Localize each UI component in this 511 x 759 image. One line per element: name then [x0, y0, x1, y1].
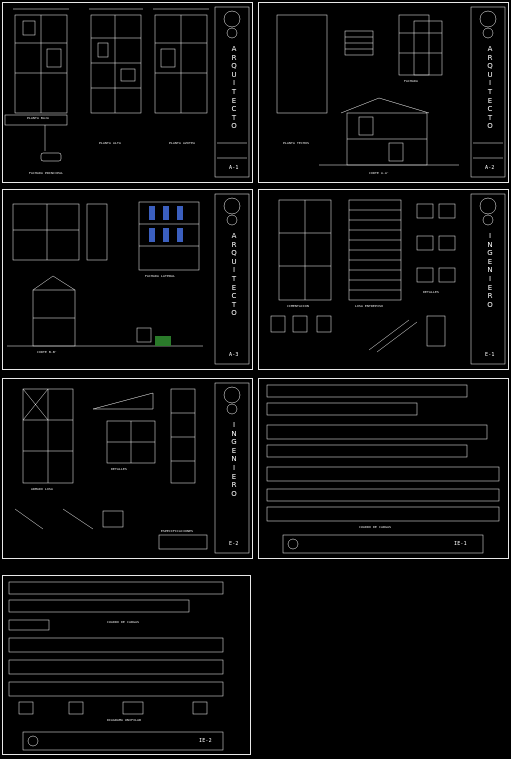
sheet-7-id: IE-2 — [199, 738, 212, 744]
sheet-1-label-2: PLANTA ALTA — [99, 141, 122, 145]
sheet-3-label-2: FACHADA LATERAL — [145, 274, 176, 278]
sheet-7-drawing — [8, 581, 224, 751]
sheet-5-label-2: DETALLES — [111, 467, 128, 471]
sheet-4-id: E-1 — [485, 352, 495, 358]
drawing-sheet-6: CUADRO DE CARGAS IE-1 — [258, 378, 509, 559]
sheet-4-label-1: CIMENTACION — [287, 304, 310, 308]
sheet-3-label-1: CORTE B-B' — [37, 350, 58, 354]
sheet-6-id: IE-1 — [454, 541, 467, 547]
sheet-5-id: E-2 — [229, 541, 239, 547]
sheet-2-drawing — [276, 6, 506, 178]
sheet-7-label-1: CUADRO DE CARGAS — [107, 620, 140, 624]
sheet-6-label-1: CUADRO DE CARGAS — [359, 525, 392, 529]
sheet-4-drawing — [270, 193, 506, 365]
sheet-2-label-1: PLANTA TECHOS — [283, 141, 310, 145]
sheet-4-label-2: LOSA ENTREPISO — [355, 304, 384, 308]
sheet-1-label-4: FACHADA PRINCIPAL — [29, 171, 64, 175]
sheet-7-label-2: DIAGRAMA UNIFILAR — [107, 718, 142, 722]
drawing-sheet-7: CUADRO DE CARGAS DIAGRAMA UNIFILAR IE-2 — [2, 575, 251, 755]
drawing-sheet-1: PLANTA BAJA PLANTA ALTA PLANTA AZOTEA FA… — [2, 2, 253, 183]
sheet-5-drawing — [14, 382, 250, 554]
sheet-1-id: A-1 — [229, 165, 239, 171]
sheet-1-label-3: PLANTA AZOTEA — [169, 141, 196, 145]
sheet-2-label-2: CORTE A-A' — [369, 171, 390, 175]
sheet-5-label-3: ESPECIFICACIONES — [161, 529, 194, 533]
sheet-1-label-1: PLANTA BAJA — [27, 116, 50, 120]
sheet-1-drawing — [4, 6, 250, 178]
sheet-5-label-1: ARMADO LOSA — [31, 487, 54, 491]
sheet-3-id: A-3 — [229, 352, 239, 358]
sheet-3-drawing — [7, 193, 250, 365]
sheet-2-label-3: FACHADA — [404, 79, 419, 83]
sheet-4-label-3: DETALLES — [423, 290, 440, 294]
sheet-2-id: A-2 — [485, 165, 495, 171]
sheet-6-drawing — [266, 384, 500, 554]
